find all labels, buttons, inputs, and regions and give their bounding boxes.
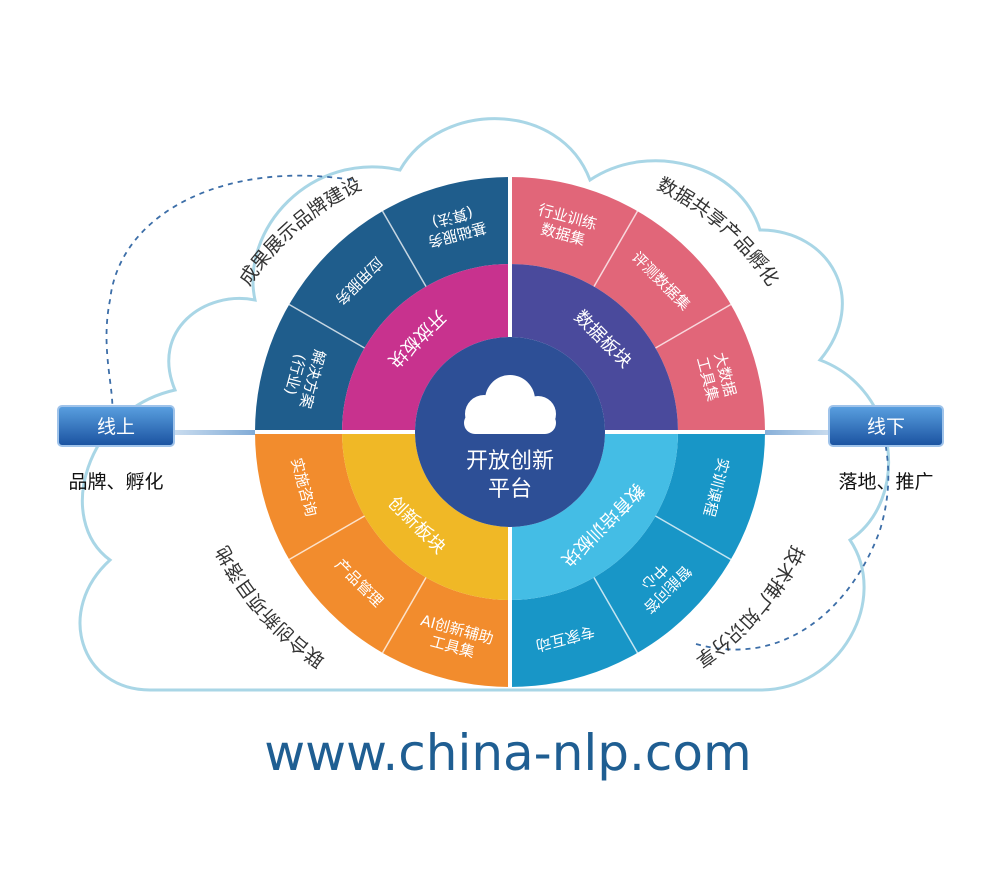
tag-online-label: 线上	[97, 416, 135, 438]
outer-band-edu	[510, 432, 765, 687]
inner-band-edu	[510, 432, 678, 600]
sector-divider	[288, 303, 365, 349]
outer-band-data	[510, 177, 765, 432]
offline-caption: 落地、推广	[838, 471, 933, 493]
tag-offline-label: 线下	[867, 416, 905, 438]
center-title-line2: 平台	[488, 477, 532, 502]
center-title-line1: 开放创新	[466, 449, 554, 474]
dashed-connector-right	[695, 444, 890, 651]
axis-line-right	[740, 430, 830, 435]
outer-band-open	[255, 177, 510, 432]
axis-line-left	[175, 430, 275, 435]
sector-divider	[593, 210, 639, 287]
sector-divider	[288, 515, 365, 561]
cloud-outline	[78, 117, 891, 692]
cloud-icon	[464, 375, 556, 434]
sector-divider	[655, 303, 732, 349]
outer-band-innov	[255, 432, 510, 687]
inner-band-data	[510, 264, 678, 432]
sector-divider	[381, 577, 427, 654]
inner-band-open	[342, 264, 510, 432]
sector-divider	[593, 577, 639, 654]
tag-online: 线上	[57, 405, 175, 447]
online-caption: 品牌、孵化	[68, 471, 163, 493]
innovation-wheel: 解决方案(行业)应用服务基础服务(算法)开放板块行业训练数据集评测数据集大数据工…	[255, 177, 765, 687]
inner-band-innov	[342, 432, 510, 600]
sector-divider	[381, 210, 427, 287]
sector-divider	[655, 515, 732, 561]
website-url: www.china-nlp.com	[264, 724, 751, 782]
tag-offline: 线下	[828, 405, 944, 447]
